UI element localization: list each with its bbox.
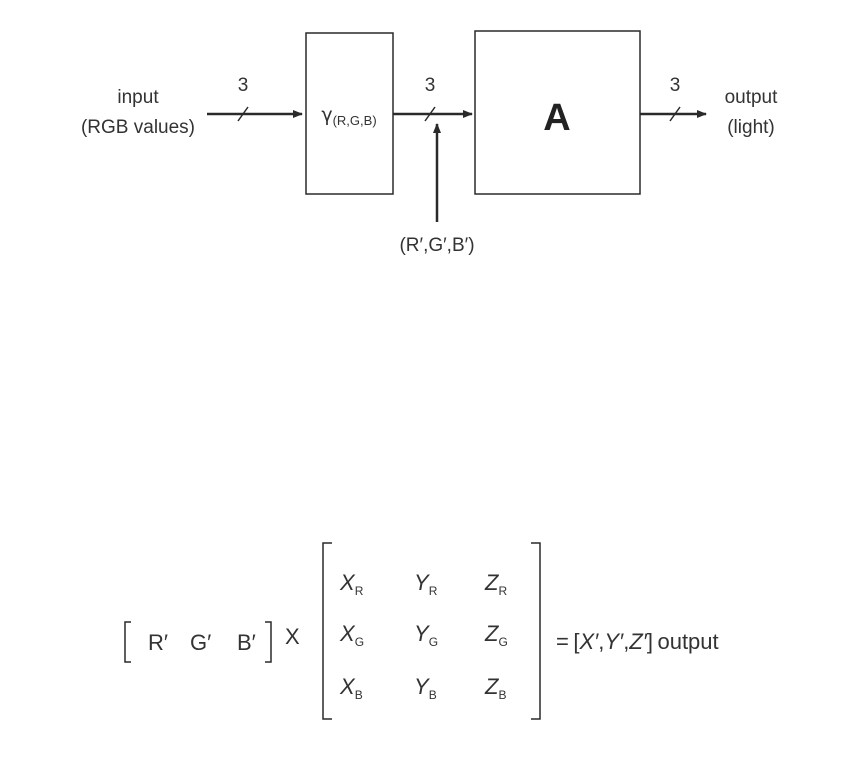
matrix-cell: YR: [414, 570, 438, 598]
block-diagram: input (RGB values) 3 γ(R,G,B) 3 (R′,G′,B…: [81, 30, 779, 256]
result-close-bracket: ]: [647, 629, 653, 654]
result-z: Z′: [628, 629, 647, 654]
matrix-cell: ZB: [484, 674, 506, 702]
gamma-symbol: γ: [321, 104, 332, 126]
matrix-block: [474, 30, 641, 195]
equals-sign: =: [556, 629, 569, 654]
matrix-block-label: A: [543, 97, 570, 139]
intermediate-label: (R′,G′,B′): [399, 235, 474, 256]
output-bus-width: 3: [670, 75, 681, 96]
row-vector-g: G′: [190, 630, 211, 655]
output-label-line2: (light): [727, 117, 775, 138]
matrix-cell: ZR: [484, 570, 507, 598]
input-label-line2: (RGB values): [81, 117, 195, 138]
matrix-cell: ZG: [484, 621, 508, 649]
row-vector-left-bracket: [124, 621, 131, 663]
result-y: Y′: [604, 629, 624, 654]
matrix-cell: YG: [414, 621, 438, 649]
equation: R′ G′ B′ X XR YR ZR XG YG ZG XB YB ZB = …: [124, 542, 719, 720]
result-suffix: output: [657, 629, 718, 654]
row-vector-b: B′: [237, 630, 256, 655]
matrix-cell: XB: [339, 674, 363, 702]
row-vector-right-bracket: [265, 621, 272, 663]
multiply-sign: X: [285, 624, 300, 649]
gamma-function-label: γ(R,G,B): [321, 104, 376, 128]
output-label-line1: output: [725, 87, 779, 108]
matrix-cell: XG: [339, 621, 364, 649]
result-x: X′: [578, 629, 599, 654]
middle-bus-width: 3: [425, 75, 436, 96]
result-open-bracket: [: [573, 629, 579, 654]
matrix-left-bracket: [322, 542, 332, 720]
gamma-subscript: (R,G,B): [333, 113, 377, 128]
row-vector-r: R′: [148, 630, 168, 655]
input-label-line1: input: [117, 87, 159, 108]
matrix-cell: XR: [339, 570, 364, 598]
equation-result: = [X′,Y′,Z′] output: [556, 629, 719, 654]
input-bus-slash: [237, 106, 249, 122]
middle-bus-slash: [424, 106, 436, 122]
matrix-cell: YB: [414, 674, 437, 702]
output-bus-slash: [669, 106, 681, 122]
matrix-right-bracket: [531, 542, 541, 720]
input-bus-width: 3: [238, 75, 249, 96]
